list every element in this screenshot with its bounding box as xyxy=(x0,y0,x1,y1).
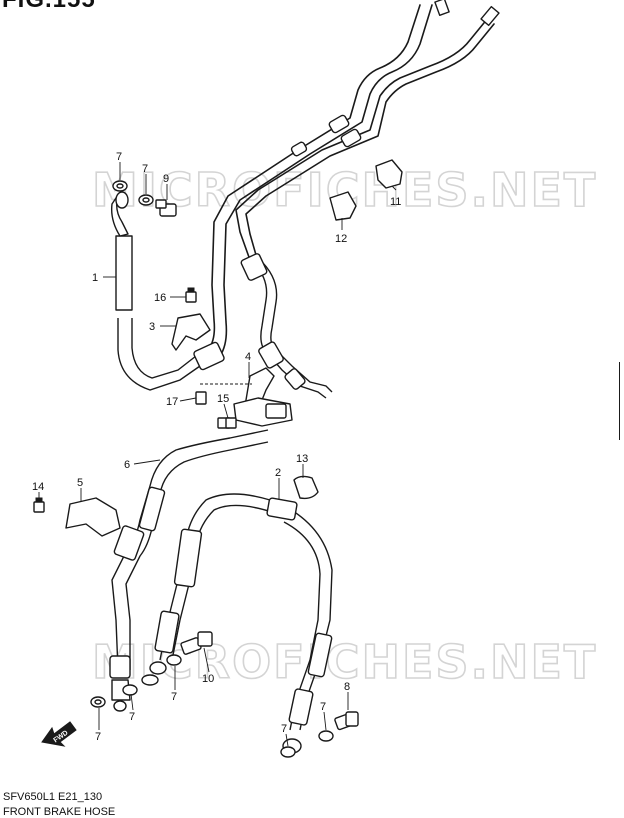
part-4-bracket-junction xyxy=(195,367,293,429)
diagram-title: FRONT BRAKE HOSE xyxy=(3,806,116,818)
callout-5: 5 xyxy=(77,477,83,489)
part-2-right-hose xyxy=(149,493,333,754)
callout-7g: 7 xyxy=(320,701,326,713)
callout-12: 12 xyxy=(335,233,347,245)
callout-7f: 7 xyxy=(281,723,287,735)
part-6-left-hose xyxy=(109,429,269,712)
callout-3: 3 xyxy=(149,321,155,333)
callout-7c: 7 xyxy=(95,731,101,743)
callout-1: 1 xyxy=(92,272,98,284)
callout-2: 2 xyxy=(275,467,281,479)
callout-10: 10 xyxy=(202,673,214,685)
callout-8: 8 xyxy=(344,681,350,693)
callout-7b: 7 xyxy=(142,163,148,175)
part-5-bracket xyxy=(33,497,121,537)
upper-right-hose xyxy=(240,253,333,399)
callout-7a: 7 xyxy=(116,151,122,163)
callout-4: 4 xyxy=(245,351,251,363)
callout-11: 11 xyxy=(390,196,401,208)
part-13-clamp xyxy=(293,475,319,500)
callout-16: 16 xyxy=(154,292,166,304)
upper-left-fasteners xyxy=(112,180,177,217)
callout-9: 9 xyxy=(163,173,169,185)
forward-label: FWD xyxy=(53,729,70,744)
figure-title: FIG.155 xyxy=(2,0,96,14)
callout-14: 14 xyxy=(32,481,44,493)
callout-numbers: 1 2 3 4 5 6 7 7 7 7 7 7 7 8 9 10 11 12 1… xyxy=(32,151,401,743)
page-edge-mark xyxy=(619,362,620,440)
callout-6: 6 xyxy=(124,459,130,471)
callout-17: 17 xyxy=(166,396,178,408)
parts-11-12-clips xyxy=(329,159,403,221)
diagram-code: SFV650L1 E21_130 xyxy=(3,791,103,803)
part-3-bracket xyxy=(171,287,211,351)
callout-7e: 7 xyxy=(171,691,177,703)
forward-arrow-icon: FWD xyxy=(41,721,77,747)
upper-brake-pipes xyxy=(207,0,500,357)
callout-15: 15 xyxy=(217,393,229,405)
part-1-upper-left-hose xyxy=(110,191,225,391)
leader-lines xyxy=(38,162,397,747)
callout-13: 13 xyxy=(296,453,308,465)
callout-7d: 7 xyxy=(129,711,135,723)
lower-fasteners xyxy=(90,417,359,758)
